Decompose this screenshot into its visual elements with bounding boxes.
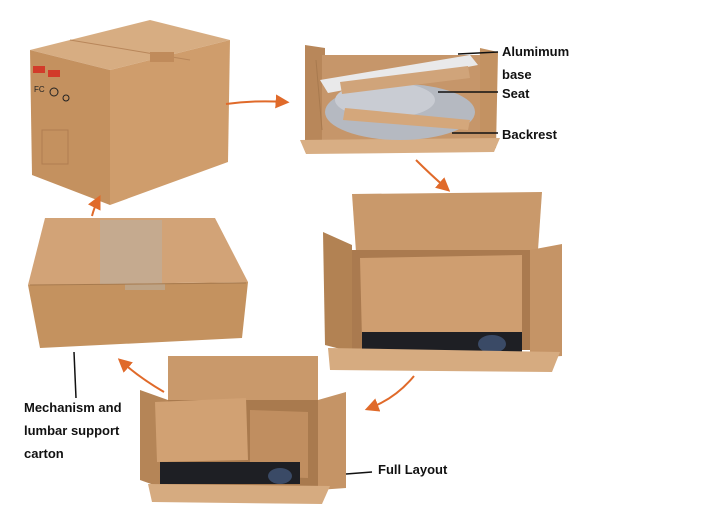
- label-mechanism-line3: carton: [24, 446, 64, 461]
- open-box-small-carton: [140, 356, 346, 504]
- small-inner-carton: [155, 398, 248, 462]
- arrow-4-to-5: [117, 358, 165, 393]
- seat-board: [340, 66, 470, 94]
- label-backrest: Backrest: [502, 127, 557, 142]
- leader-mechanism-carton: [73, 351, 77, 399]
- flat-inner-carton: [360, 255, 522, 340]
- label-full-layout: Full Layout: [378, 462, 448, 477]
- arrow-5-to-1: [87, 194, 101, 217]
- arrow-2-to-3: [415, 159, 451, 192]
- packing-tape: [100, 220, 162, 284]
- svg-text:FC: FC: [34, 85, 45, 94]
- label-aluminium-base: Alumimum: [502, 44, 570, 59]
- box-label-panel: [41, 129, 69, 165]
- label-mechanism-line1: Mechanism and: [24, 400, 122, 415]
- box-handle-slot: [150, 52, 174, 62]
- backrest-board: [343, 108, 470, 130]
- arrow-3-to-4: [364, 375, 415, 412]
- open-box-flat-carton-on-top: [323, 192, 562, 372]
- taped-box: [28, 218, 248, 348]
- open-box-seat-backrest-base: [300, 45, 500, 154]
- leader-aluminium-base: [457, 51, 499, 55]
- label-aluminium-base-cont: base: [502, 67, 532, 82]
- label-seat: Seat: [502, 86, 530, 101]
- arrow-1-to-2: [225, 94, 290, 109]
- closed-shipping-box: FC: [30, 20, 230, 205]
- label-mechanism-line2: lumbar support: [24, 423, 120, 438]
- leader-full-layout: [345, 471, 373, 475]
- certification-marks-icon: FC: [33, 66, 70, 102]
